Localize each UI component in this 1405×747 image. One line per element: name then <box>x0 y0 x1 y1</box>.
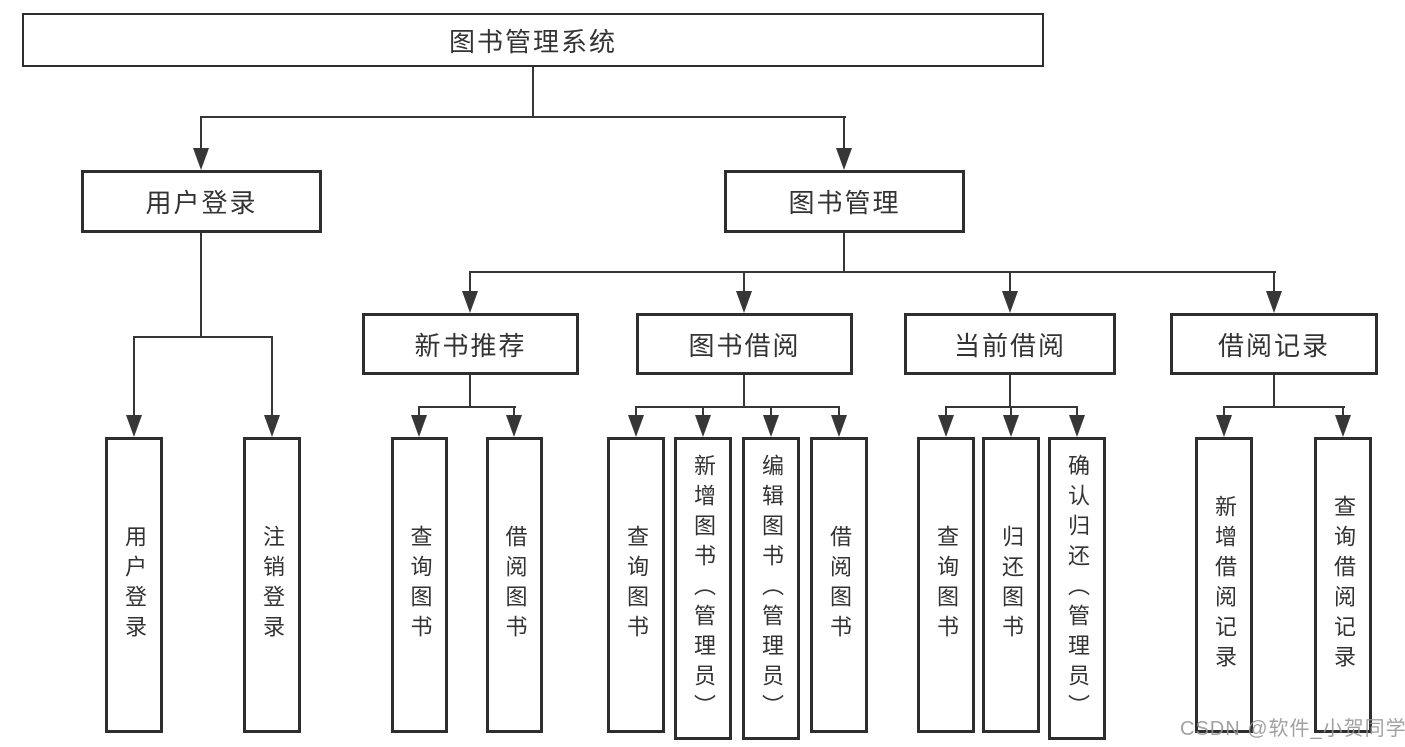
node-root-system-label: 图书管理系统 <box>448 26 617 57</box>
connector-line <box>843 233 845 273</box>
connector-line <box>770 408 772 417</box>
connector-line <box>133 338 135 417</box>
node-current-borrowing-label: 当前借阅 <box>953 330 1066 361</box>
connector-line <box>702 408 704 417</box>
connector-line <box>843 118 845 150</box>
node-book-management-branch-label: 图书管理 <box>788 188 901 218</box>
connector-line <box>743 375 745 408</box>
leaf-current-return-books-label: 归还图书 <box>999 525 1024 645</box>
arrowhead-down-icon <box>1335 415 1351 437</box>
arrowhead-down-icon <box>695 415 711 437</box>
connector-line <box>513 408 515 417</box>
connector-line <box>1223 408 1225 417</box>
arrowhead-down-icon <box>1069 415 1085 437</box>
arrowhead-down-icon <box>938 415 954 437</box>
connector-line <box>469 273 471 293</box>
leaf-borrow-query-books-label: 查询图书 <box>624 525 649 645</box>
leaf-recommend-borrow-books-label: 借阅图书 <box>502 525 528 645</box>
leaf-borrow-edit-books-admin-label: 编辑图书（管理员） <box>759 453 784 724</box>
connector-line <box>1010 408 1012 417</box>
node-book-borrowing-label: 图书借阅 <box>688 330 801 361</box>
connector-line <box>418 408 420 417</box>
connector-line <box>1009 273 1011 293</box>
connector-line <box>532 67 534 118</box>
node-user-login-branch-label: 用户登录 <box>145 188 258 218</box>
arrowhead-down-icon <box>1003 415 1019 437</box>
connector-line <box>838 408 840 417</box>
arrowhead-down-icon <box>836 148 852 170</box>
connector-line <box>133 336 273 338</box>
connector-line <box>1076 408 1078 417</box>
connector-line <box>945 408 947 417</box>
leaf-current-confirm-return-admin: 确认归还（管理员） <box>1048 437 1106 740</box>
connector-line <box>1009 375 1011 408</box>
arrowhead-down-icon <box>411 415 427 437</box>
node-root-system: 图书管理系统 <box>22 13 1044 67</box>
node-current-borrowing: 当前借阅 <box>904 313 1116 375</box>
node-borrowing-records: 借阅记录 <box>1170 313 1378 375</box>
leaf-borrow-add-books-admin: 新增图书（管理员） <box>674 437 732 740</box>
arrowhead-down-icon <box>628 415 644 437</box>
leaf-recommend-query-books: 查询图书 <box>391 437 448 733</box>
connector-line <box>200 116 846 118</box>
connector-line <box>1342 408 1344 417</box>
csdn-watermark: CSDN @软件_小贺同学 <box>1180 718 1405 740</box>
arrowhead-down-icon <box>506 415 522 437</box>
connector-line <box>635 406 840 408</box>
arrowhead-down-icon <box>736 291 752 313</box>
connector-line <box>469 375 471 408</box>
connector-line <box>200 233 202 338</box>
leaf-records-add-record: 新增借阅记录 <box>1195 437 1253 733</box>
node-book-management-branch: 图书管理 <box>724 170 965 233</box>
arrowhead-down-icon <box>462 291 478 313</box>
arrowhead-down-icon <box>763 415 779 437</box>
leaf-current-confirm-return-admin-label: 确认归还（管理员） <box>1065 453 1090 724</box>
node-new-book-recommend-label: 新书推荐 <box>414 330 527 361</box>
leaf-borrow-edit-books-admin: 编辑图书（管理员） <box>742 437 800 740</box>
connector-line <box>271 338 273 417</box>
leaf-user-login: 用户登录 <box>105 437 163 733</box>
leaf-current-query-books-label: 查询图书 <box>934 525 959 645</box>
arrowhead-down-icon <box>126 415 142 437</box>
arrowhead-down-icon <box>1216 415 1232 437</box>
leaf-logout-label: 注销登录 <box>260 525 285 645</box>
leaf-current-return-books: 归还图书 <box>982 437 1040 733</box>
leaf-recommend-borrow-books: 借阅图书 <box>486 437 543 733</box>
connector-line <box>1273 375 1275 408</box>
connector-line <box>469 271 1276 273</box>
leaf-records-add-record-label: 新增借阅记录 <box>1212 495 1237 675</box>
connector-line <box>1223 406 1345 408</box>
arrowhead-down-icon <box>264 415 280 437</box>
leaf-recommend-query-books-label: 查询图书 <box>407 525 433 645</box>
leaf-user-login-label: 用户登录 <box>122 525 147 645</box>
node-borrowing-records-label: 借阅记录 <box>1217 330 1330 361</box>
node-book-borrowing: 图书借阅 <box>636 313 853 375</box>
leaf-borrow-query-books: 查询图书 <box>607 437 665 733</box>
connector-line <box>1273 273 1275 293</box>
connector-line <box>200 118 202 150</box>
node-user-login-branch: 用户登录 <box>81 170 322 233</box>
node-new-book-recommend: 新书推荐 <box>362 313 579 375</box>
connector-line <box>418 406 516 408</box>
arrowhead-down-icon <box>1266 291 1282 313</box>
leaf-borrow-add-books-admin-label: 新增图书（管理员） <box>691 453 716 724</box>
leaf-current-query-books: 查询图书 <box>917 437 975 733</box>
connector-line <box>743 273 745 293</box>
leaf-records-query-record-label: 查询借阅记录 <box>1331 495 1356 675</box>
arrowhead-down-icon <box>831 415 847 437</box>
leaf-records-query-record: 查询借阅记录 <box>1314 437 1372 733</box>
connector-line <box>945 406 1078 408</box>
leaf-borrow-borrow-books: 借阅图书 <box>810 437 868 733</box>
connector-line <box>635 408 637 417</box>
arrowhead-down-icon <box>1002 291 1018 313</box>
arrowhead-down-icon <box>193 148 209 170</box>
leaf-logout: 注销登录 <box>243 437 301 733</box>
leaf-borrow-borrow-books-label: 借阅图书 <box>827 525 852 645</box>
